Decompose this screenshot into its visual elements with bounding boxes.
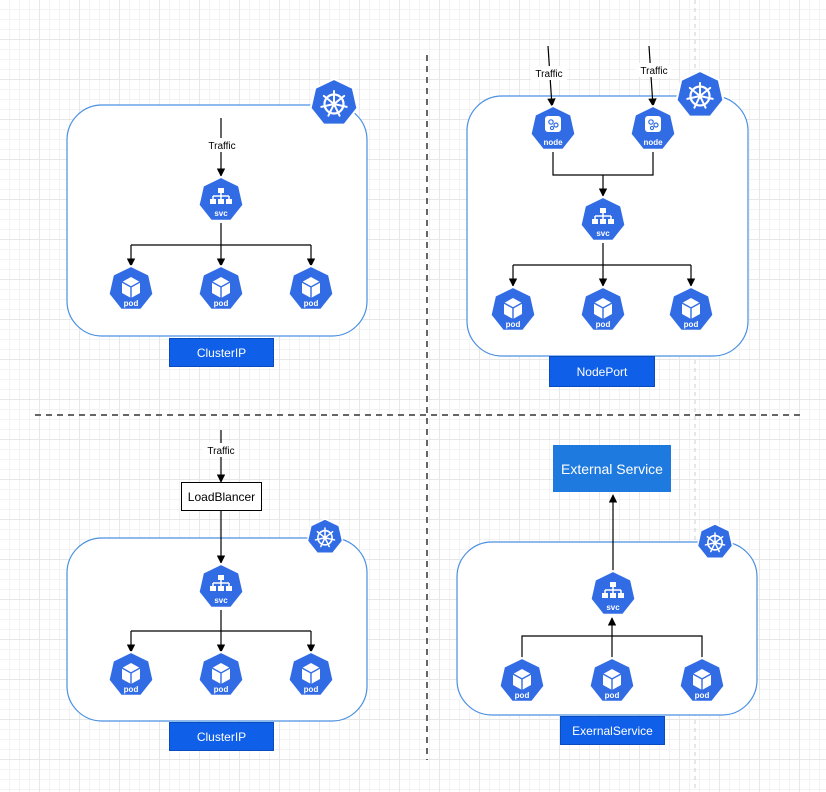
kubernetes-icon	[696, 523, 734, 560]
node-node: node	[529, 105, 577, 151]
clusterip-section: Traffic svc pod pod pod	[66, 77, 368, 337]
pod-node: pod	[107, 265, 155, 311]
node-icon	[644, 115, 662, 133]
clusterip-badge: ClusterIP	[169, 338, 274, 367]
pod-label: pod	[124, 685, 139, 694]
svc-node: svc	[197, 176, 245, 222]
pod-label: pod	[506, 320, 521, 329]
external-service-box: External Service	[553, 445, 671, 492]
node-label: node	[543, 138, 563, 147]
traffic-label: Traffic	[208, 141, 235, 152]
pod-node: pod	[489, 286, 537, 332]
kubernetes-icon	[309, 77, 359, 126]
clusterip-badge: ClusterIP	[169, 722, 274, 751]
pod-node: pod	[287, 651, 335, 697]
pod-node: pod	[579, 286, 627, 332]
pod-label: pod	[214, 299, 229, 308]
pod-label: pod	[304, 299, 319, 308]
nodeport-section: Traffic Traffic node node svc pod pod po…	[466, 45, 749, 357]
nodeport-badge: NodePort	[549, 356, 655, 387]
pod-node: pod	[678, 657, 726, 703]
loadbalancer-section: Traffic svc pod pod pod	[66, 430, 368, 722]
svc-node: svc	[197, 563, 245, 609]
external-section: svc pod pod pod	[456, 494, 758, 716]
pod-label: pod	[515, 691, 530, 700]
pod-node: pod	[498, 657, 546, 703]
externalservice-badge: ExernalService	[560, 716, 665, 745]
node-icon	[544, 115, 562, 133]
kubernetes-icon	[675, 69, 725, 118]
svc-label: svc	[214, 596, 228, 605]
pod-node: pod	[588, 657, 636, 703]
svc-label: svc	[606, 603, 620, 612]
node-label: node	[643, 138, 663, 147]
pod-node: pod	[197, 651, 245, 697]
pod-label: pod	[684, 320, 699, 329]
pod-label: pod	[214, 685, 229, 694]
traffic-label: Traffic	[207, 446, 234, 457]
svc-label: svc	[596, 229, 610, 238]
loadbalancer-box: LoadBlancer	[181, 482, 262, 511]
kubernetes-icon	[306, 518, 344, 555]
pod-node: pod	[107, 651, 155, 697]
fanout-lines	[513, 243, 691, 266]
pod-node: pod	[197, 265, 245, 311]
svc-node: svc	[579, 196, 627, 242]
svc-node: svc	[589, 570, 637, 616]
traffic-label: Traffic	[640, 66, 667, 77]
pod-label: pod	[695, 691, 710, 700]
svc-label: svc	[214, 209, 228, 218]
pod-label: pod	[304, 685, 319, 694]
node-node: node	[629, 105, 677, 151]
traffic-label: Traffic	[535, 69, 562, 80]
pod-node: pod	[667, 286, 715, 332]
pod-label: pod	[605, 691, 620, 700]
pod-label: pod	[596, 320, 611, 329]
pod-label: pod	[124, 299, 139, 308]
pod-node: pod	[287, 265, 335, 311]
